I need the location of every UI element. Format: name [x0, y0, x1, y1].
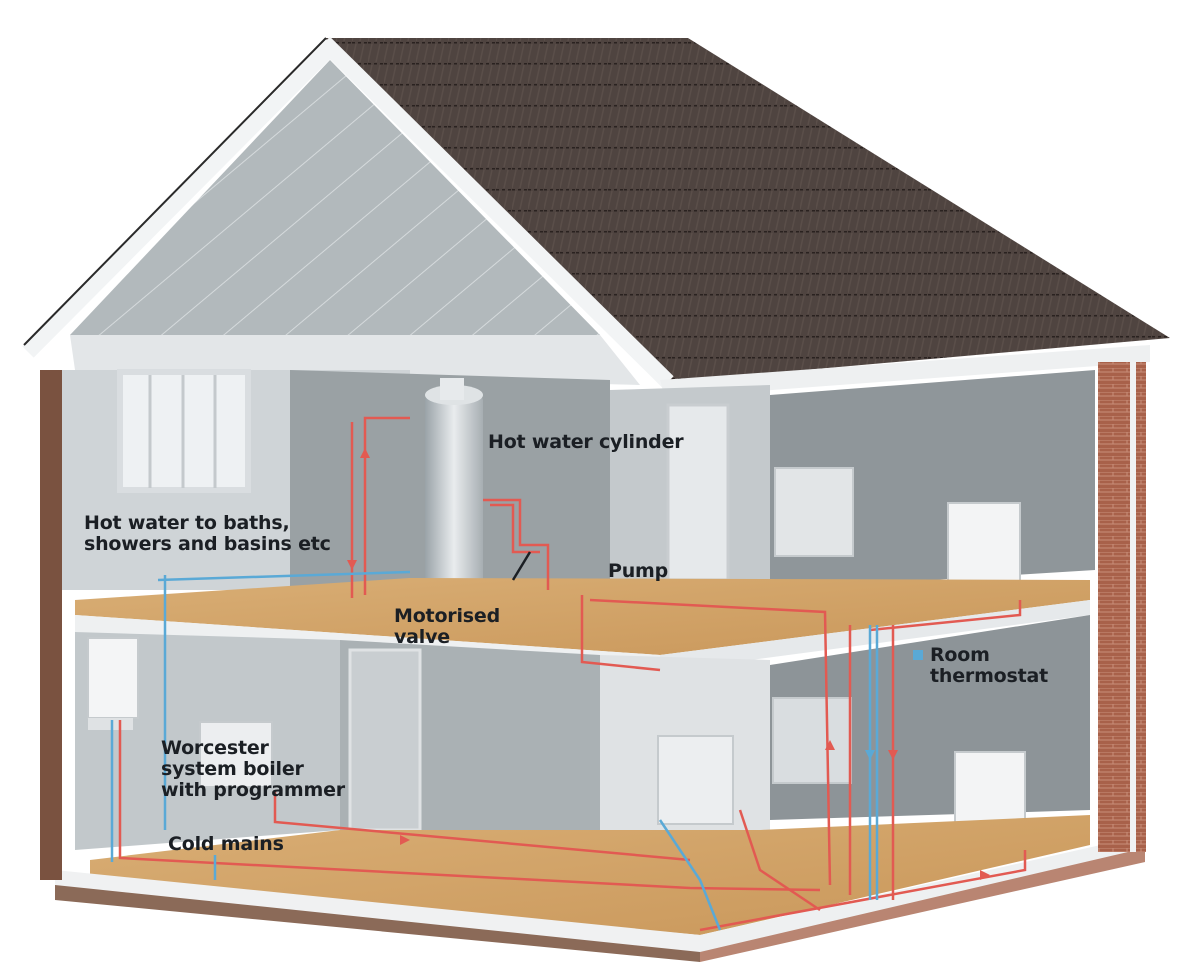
- boiler: [87, 637, 139, 719]
- brick-wall-left: [40, 370, 62, 880]
- label-room-thermostat: Room thermostat: [930, 644, 1049, 687]
- label-motorised-valve: Motorised valve: [394, 605, 500, 648]
- room-thermostat-device: [913, 650, 923, 660]
- ground-floor: [90, 815, 1090, 935]
- hot-pipes: [118, 416, 1027, 932]
- radiator: [199, 721, 273, 788]
- gable-soffit: [70, 60, 600, 335]
- lower-door: [348, 648, 422, 832]
- label-cold-mains: Cold mains: [168, 833, 284, 855]
- cold-pipes: [110, 570, 879, 931]
- label-pump: Pump: [608, 560, 669, 582]
- brick-wall-right: [1098, 362, 1146, 852]
- radiator: [772, 697, 852, 784]
- radiator: [657, 735, 734, 825]
- label-system-boiler: Worcester system boiler with programmer: [161, 737, 345, 801]
- roof-tiles: [325, 38, 1170, 382]
- motorised-valve-pointer: [511, 551, 532, 581]
- radiator: [774, 467, 854, 557]
- flow-arrow-cold: [865, 750, 875, 760]
- label-hot-water-to-baths: Hot water to baths, showers and basins e…: [84, 512, 331, 555]
- flow-arrows: [347, 448, 990, 880]
- label-hot-water-cylinder: Hot water cylinder: [488, 431, 684, 453]
- hot-water-cylinder: [425, 395, 483, 585]
